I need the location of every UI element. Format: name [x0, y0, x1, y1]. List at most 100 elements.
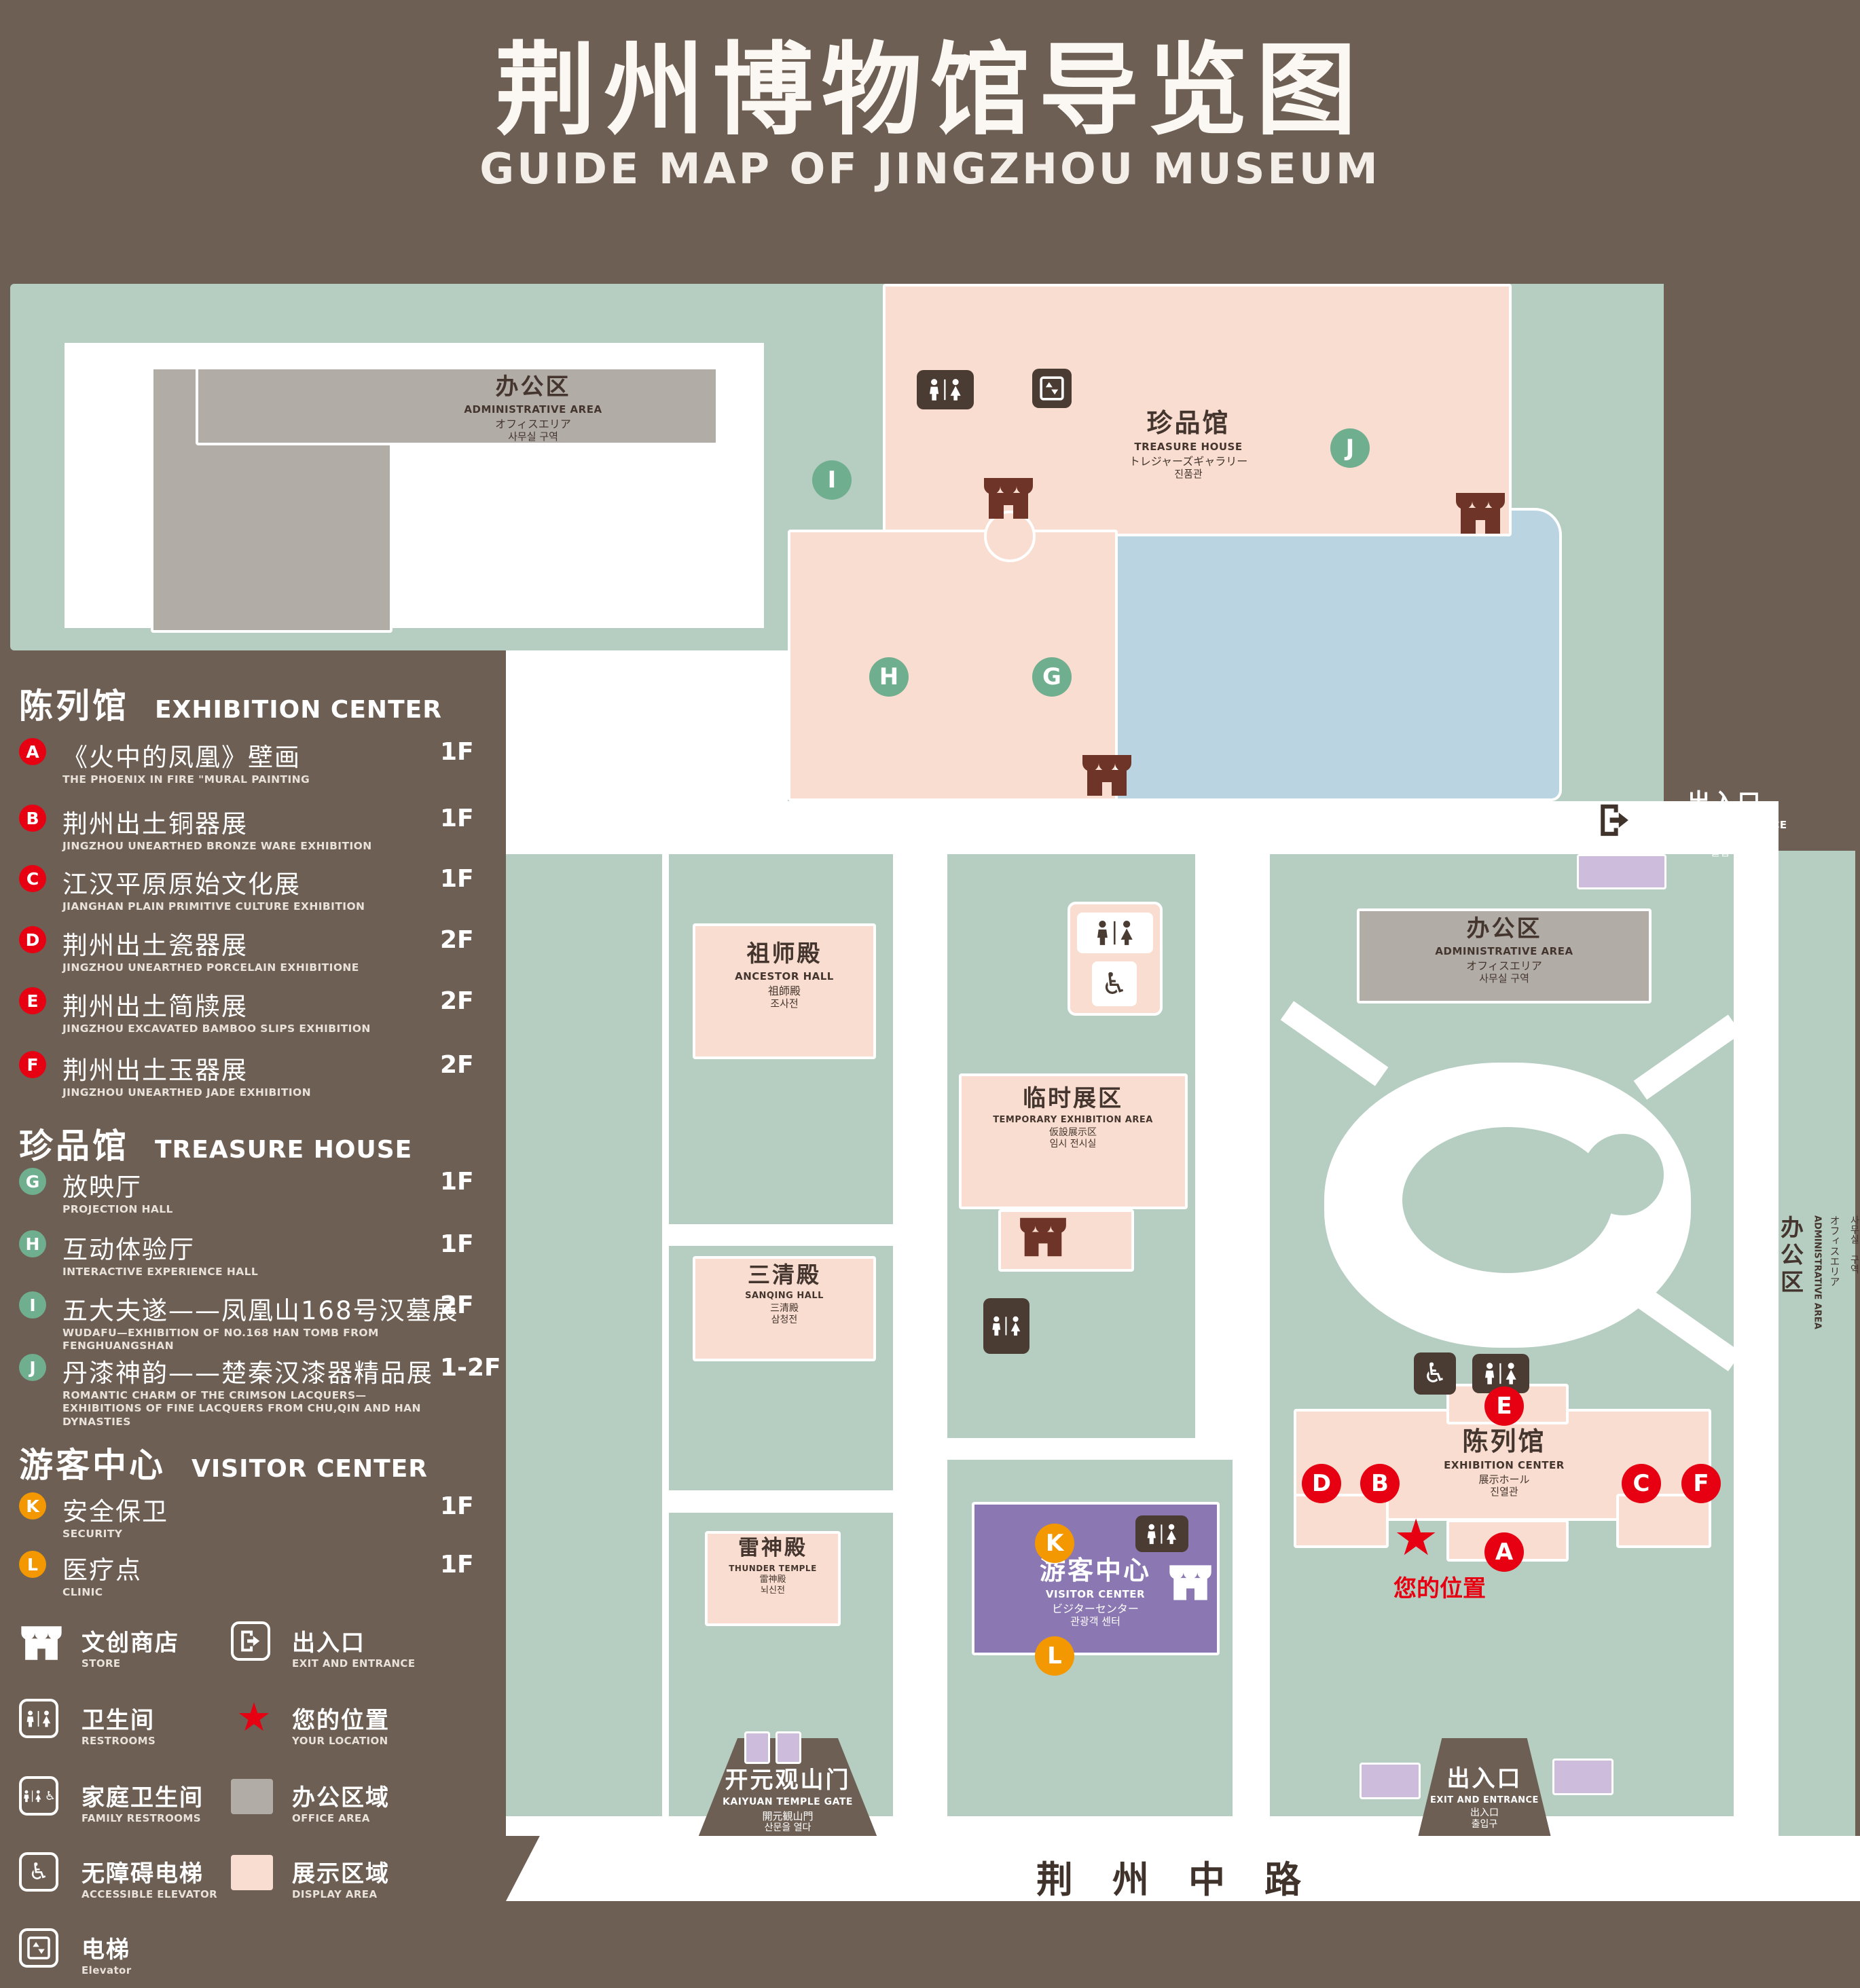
section-title-en: TREASURE HOUSE [155, 1136, 413, 1164]
admin-strip-en: ADMINISTRATIVE AREA [1812, 1215, 1823, 1329]
legend-symbol-family: 家庭卫生间 FAMILY RESTROOMS [81, 1779, 204, 1824]
legend-item-floor: 2F [440, 1051, 474, 1079]
thunder-label: 雷神殿 THUNDER TEMPLE 雷神殿 뇌신전 [706, 1536, 839, 1596]
entrance-pad [744, 1731, 770, 1764]
exhibition-ko: 진열관 [1490, 1485, 1518, 1498]
store-icon [1453, 490, 1508, 536]
legend-item-en: INTERACTIVE EXPERIENCE HALL [62, 1266, 259, 1278]
treasure-house-building [883, 284, 1512, 536]
legend-item-floor: 1F [440, 1551, 474, 1579]
exit-bottom-ja: 出入口 [1470, 1807, 1499, 1819]
legend-marker-k: K [19, 1492, 46, 1520]
legend-item-zh: 荆州出土简牍展 [62, 992, 248, 1021]
symbol-zh: 家庭卫生间 [81, 1784, 204, 1811]
legend-item-en: JINGZHOU UNEARTHED JADE EXHIBITION [62, 1086, 311, 1099]
gate-ja: 開元観山門 [762, 1809, 814, 1822]
legend-symbol-location: 您的位置 YOUR LOCATION [292, 1701, 390, 1747]
temporary-exhibition-building [959, 1073, 1188, 1209]
legend-item-en: JINGZHOU UNEARTHED BRONZE WARE EXHIBITIO… [62, 840, 372, 852]
legend-item-b: B 荆州出土铜器展 JINGZHOU UNEARTHED BRONZE WARE… [19, 803, 508, 853]
section-title-zh: 游客中心 [19, 1446, 166, 1485]
sanqing-zh: 三清殿 [748, 1262, 821, 1288]
store-icon [1167, 1563, 1214, 1602]
ancestor-hall-building [693, 923, 876, 1059]
road [506, 1836, 1860, 1901]
legend-symbol-elevator: 电梯 Elevator [81, 1931, 132, 1976]
admin-right-ja: オフィスエリア [1466, 959, 1542, 972]
legend-item-floor: 1F [440, 738, 474, 766]
exit-icon [1594, 800, 1635, 841]
legend-item-zh: 放映厅 [62, 1173, 142, 1202]
legend-item-floor: 2F [440, 987, 474, 1015]
legend-item-g: G 放映厅 PROJECTION HALL 1F [19, 1166, 508, 1216]
legend-item-c: C 江汉平原原始文化展 JIANGHAN PLAIN PRIMITIVE CUL… [19, 864, 508, 913]
restroom-icon [917, 370, 974, 409]
legend-item-k: K 安全保卫 SECURITY 1F [19, 1491, 508, 1541]
legend-marker-g: G [19, 1168, 46, 1195]
entrance-pad [1552, 1759, 1613, 1795]
treasure-en: TREASURE HOUSE [1134, 441, 1243, 454]
visitor-ja: ビジターセンター [1052, 1602, 1139, 1615]
store-icon [19, 1624, 64, 1662]
exhibition-center-west-tab [1294, 1494, 1389, 1548]
map-marker-i: I [812, 460, 852, 500]
symbol-zh: 无障碍电梯 [81, 1860, 204, 1888]
symbol-en: FAMILY RESTROOMS [81, 1812, 201, 1824]
exit-bottom-en: EXIT AND ENTRANCE [1430, 1795, 1539, 1806]
exhibition-center-east-tab [1616, 1494, 1711, 1548]
symbol-zh: 文创商店 [81, 1630, 179, 1657]
admin-top-zh: 办公区 [495, 373, 571, 401]
legend-marker-a: A [19, 738, 46, 765]
thunder-zh: 雷神殿 [738, 1536, 807, 1560]
legend-item-floor: 1F [440, 1492, 474, 1520]
legend-marker-b: B [19, 805, 46, 832]
legend-item-h: H 互动体验厅 INTERACTIVE EXPERIENCE HALL 1F [19, 1229, 508, 1278]
garden-island [1402, 1127, 1613, 1273]
section-title-en: EXHIBITION CENTER [155, 696, 442, 724]
visitor-en: VISITOR CENTER [1045, 1588, 1146, 1601]
admin-strip-ja: オフィスエリア [1828, 1215, 1841, 1287]
legend-item-l: L 医疗点 CLINIC 1F [19, 1549, 508, 1599]
symbol-en: DISPLAY AREA [292, 1888, 378, 1900]
map-marker-f: F [1681, 1464, 1721, 1503]
admin-right-label: 办公区 ADMINISTRATIVE AREA オフィスエリア 사무실 구역 [1358, 915, 1650, 985]
sanqing-ja: 三清殿 [770, 1303, 799, 1314]
symbol-en: YOUR LOCATION [292, 1735, 388, 1747]
restroom-icon [19, 1699, 58, 1738]
temporary-ja: 仮設展示区 [1049, 1127, 1097, 1139]
legend-item-zh: 医疗点 [62, 1556, 142, 1585]
store-icon [1017, 1215, 1069, 1259]
admin-right-ko: 사무실 구역 [1479, 972, 1529, 985]
page-subtitle: GUIDE MAP OF JINGZHOU MUSEUM [479, 144, 1381, 194]
elevator-icon [1032, 369, 1072, 408]
legend-symbol-display: 展示区域 DISPLAY AREA [292, 1855, 390, 1900]
legend-marker-i: I [19, 1291, 46, 1319]
your-location-star-icon: ★ [236, 1694, 272, 1740]
restroom-icon [1135, 1515, 1188, 1552]
sanqing-hall-building [693, 1256, 876, 1361]
exit-top-zh: 出入口 [1687, 789, 1763, 816]
section-title-zh: 珍品馆 [19, 1126, 129, 1166]
legend-item-zh: 安全保卫 [62, 1497, 168, 1526]
map-marker-a: A [1484, 1532, 1524, 1572]
legend-symbol-restroom: 卫生间 RESTROOMS [81, 1701, 156, 1747]
treasure-label: 珍品馆 TREASURE HOUSE トレジャーズギャラリー 진품관 [1063, 407, 1314, 480]
ancestor-ko: 조사전 [770, 997, 799, 1010]
symbol-zh: 办公区域 [292, 1784, 390, 1811]
admin-top-ja: オフィスエリア [495, 417, 571, 430]
your-location-star-icon: ★ [1393, 1509, 1439, 1567]
legend-item-en: WUDAFU—EXHIBITION OF NO.168 HAN TOMB FRO… [62, 1327, 379, 1352]
sanqing-en: SANQING HALL [745, 1291, 824, 1302]
legend-item-en: THE PHOENIX IN FIRE "MURAL PAINTING [62, 773, 310, 786]
pond [1039, 508, 1562, 801]
legend-item-j: J 丹漆神韵——楚秦汉漆器精品展 ROMANTIC CHARM OF THE C… [19, 1352, 508, 1429]
ancestor-en: ANCESTOR HALL [735, 970, 834, 983]
exit-bottom-zh: 出入口 [1446, 1765, 1522, 1792]
legend-marker-e: E [19, 987, 46, 1014]
legend-item-en: JINGZHOU UNEARTHED PORCELAIN EXHIBITIONE [62, 961, 359, 974]
symbol-en: OFFICE AREA [292, 1812, 370, 1824]
legend-marker-j: J [19, 1354, 46, 1381]
symbol-en: STORE [81, 1657, 121, 1670]
sanqing-ko: 삼청전 [771, 1314, 798, 1326]
